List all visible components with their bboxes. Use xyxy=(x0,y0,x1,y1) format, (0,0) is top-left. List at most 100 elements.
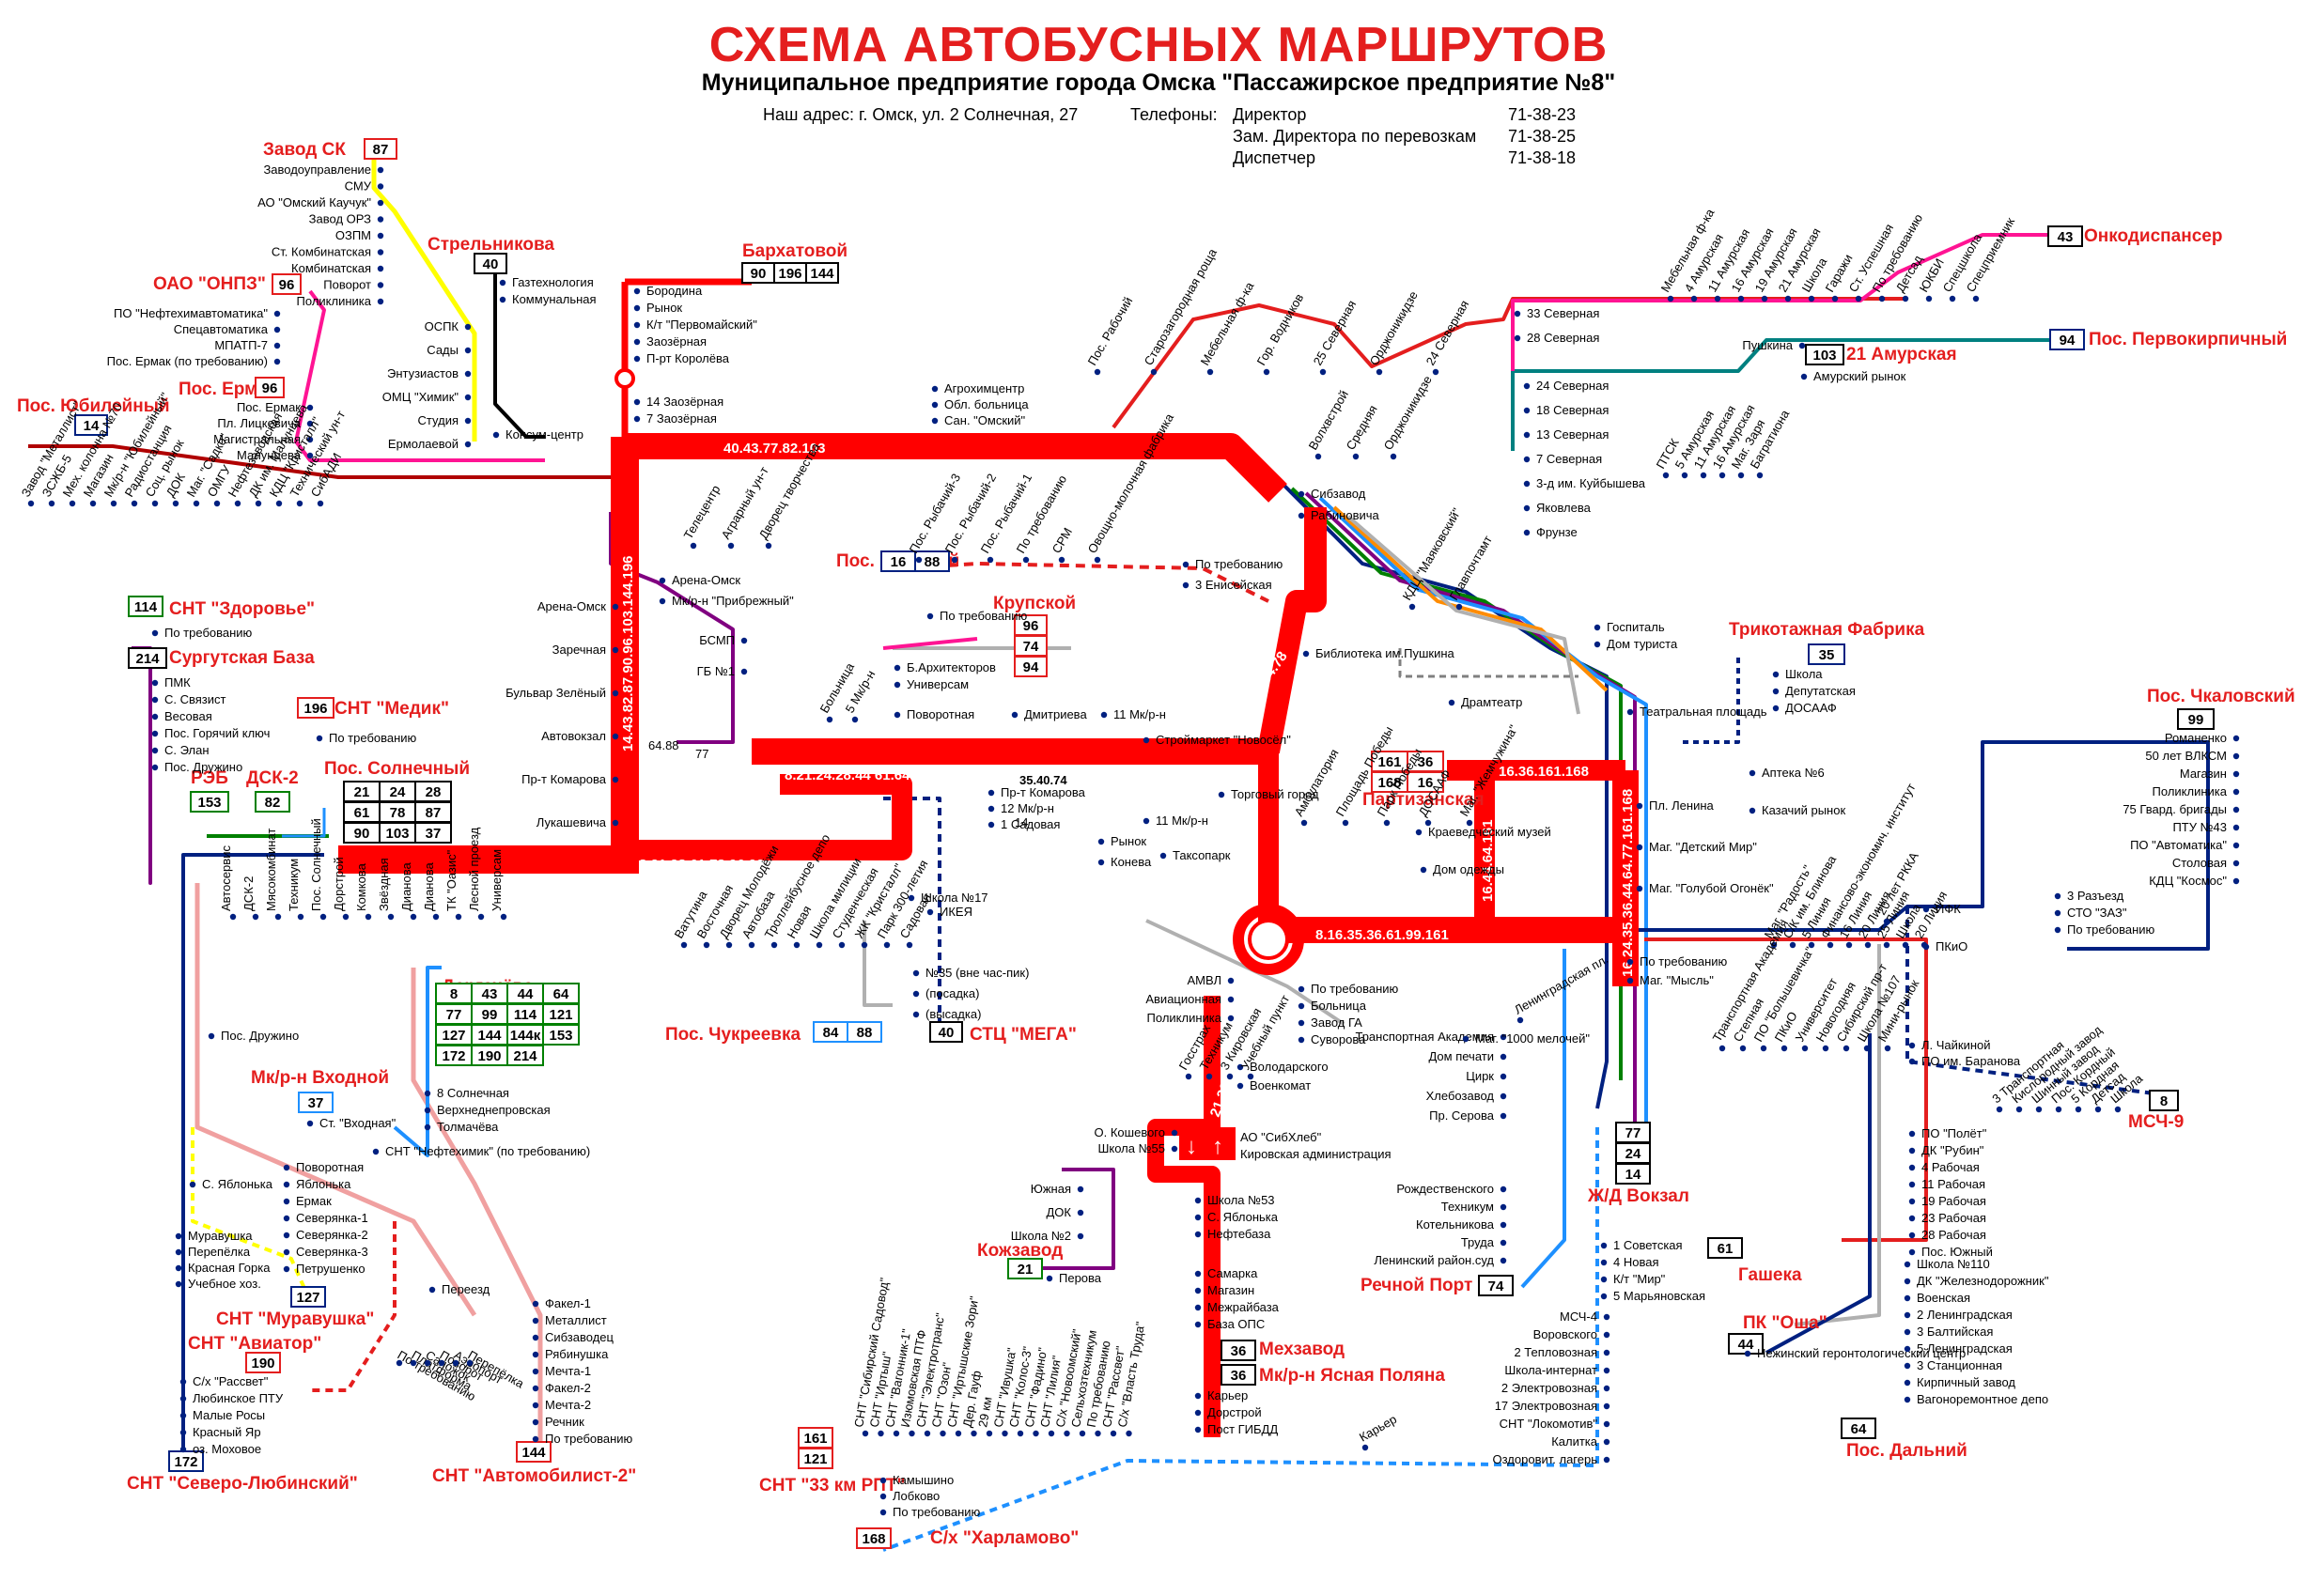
stop-severnaya_top[interactable]: 28 Северная xyxy=(1514,331,1600,345)
route-box-161[interactable]: 161 xyxy=(1371,751,1408,772)
stop-west_col[interactable]: ОМЦ "Химик" xyxy=(382,390,472,404)
stop-koshevogo[interactable]: О. Кошевого xyxy=(1095,1125,1178,1139)
stop-povorotnaya[interactable]: Поворотная xyxy=(894,707,974,721)
stop-mega_note[interactable]: (высадка) xyxy=(912,1007,982,1021)
terminal-medik[interactable]: СНТ "Медик" xyxy=(334,699,449,719)
stop-onpz[interactable]: ПО "Нефтехимавтоматика" xyxy=(114,306,281,320)
stop-avtomobilist[interactable]: Мечта-1 xyxy=(532,1364,591,1378)
stop-gospital[interactable]: Дом туриста xyxy=(1594,637,1678,651)
route-box-21[interactable]: 21 xyxy=(343,781,381,802)
stop-samarka[interactable]: База ОПС xyxy=(1194,1317,1265,1331)
stop-east_col[interactable]: Казачий рынок xyxy=(1749,803,1846,817)
stop-severnaya_col[interactable]: 13 Северная xyxy=(1523,427,1609,442)
stop-zavod_sk[interactable]: Заводоуправление xyxy=(263,163,384,177)
stop-west_col[interactable]: Студия xyxy=(418,413,472,427)
stop-msch4[interactable]: МСЧ-4 xyxy=(1560,1309,1610,1324)
stop-razezd[interactable]: 3 Разъезд xyxy=(2054,889,2124,903)
stop-s_yablonka[interactable]: С. Яблонька xyxy=(189,1177,273,1191)
terminal-krupskoy[interactable]: Крупской xyxy=(993,594,1076,613)
stop-onpz[interactable]: МПАТП-7 xyxy=(214,338,281,352)
stop-leningradskaya[interactable]: Ленинградская пл. xyxy=(1512,952,1610,1024)
terminal-mega[interactable]: СТЦ "МЕГА" xyxy=(970,1025,1077,1045)
route-box-87[interactable]: 87 xyxy=(414,801,452,823)
stop-msch4[interactable]: 2 Тепловозная xyxy=(1514,1345,1610,1359)
stop-avtomobilist[interactable]: Факел-1 xyxy=(532,1296,591,1310)
stop-pushkina[interactable]: Пушкина xyxy=(1742,338,1806,352)
terminal-vkhodnoy[interactable]: Мк/р-н Входной xyxy=(251,1068,389,1088)
stop-rynok[interactable]: Рынок xyxy=(1097,834,1147,848)
route-box-99[interactable]: 99 xyxy=(471,1003,508,1025)
stop-ambulance[interactable]: АМВЛ xyxy=(1187,973,1235,987)
route-box-172[interactable]: 172 xyxy=(168,1450,204,1472)
stop-dom_odezhdy[interactable]: Дом одежды xyxy=(1420,862,1504,876)
stop-dalniy[interactable]: ДК "Железнодорожник" xyxy=(1904,1274,2049,1288)
stop-zavod_sk[interactable]: Комбинатская xyxy=(291,261,384,275)
stop-komarova[interactable]: 1 Садовая xyxy=(987,817,1061,831)
stop-ikea[interactable]: ИКЕЯ xyxy=(926,905,972,919)
stop-shkola17[interactable]: Школа №17 xyxy=(908,891,988,905)
stop-samarka[interactable]: Самарка xyxy=(1194,1266,1258,1280)
stop-surgut[interactable]: Весовая xyxy=(151,709,212,723)
stop-rabochaya[interactable]: 4 Рабочая xyxy=(1908,1160,1980,1174)
terminal-trikotazh[interactable]: Трикотажная Фабрика xyxy=(1729,620,1925,640)
route-box-37[interactable]: 37 xyxy=(414,822,452,844)
stop-chkalovsky[interactable]: Поликлиника xyxy=(2153,784,2240,798)
stop-shkola53[interactable]: Нефтебаза xyxy=(1194,1227,1271,1241)
stop-avtomobilist[interactable]: По требованию xyxy=(532,1432,633,1446)
route-box-96[interactable]: 96 xyxy=(255,377,285,398)
terminal-onpz[interactable]: ОАО "ОНПЗ" xyxy=(153,274,266,294)
terminal-surgut[interactable]: Сургутская База xyxy=(169,648,315,668)
stop-rynok[interactable]: Конева xyxy=(1097,855,1152,869)
stop-karer[interactable]: Пост ГИБДД xyxy=(1194,1422,1279,1436)
stop-karer[interactable]: Дорстрой xyxy=(1194,1405,1262,1419)
stop-severnaya_col[interactable]: 18 Северная xyxy=(1523,403,1609,417)
stop-chkalovsky[interactable]: ПТУ №43 xyxy=(2172,820,2240,834)
stop-barkhatova[interactable]: П-рт Королёва xyxy=(633,351,730,365)
terminal-21-amurskaya[interactable]: 21 Амурская xyxy=(1846,345,1957,364)
stop-zavod_sk[interactable]: Ст. Комбинатская xyxy=(272,245,384,259)
stop-sovetskaya[interactable]: 4 Новая xyxy=(1600,1255,1659,1269)
stop-karer_rot[interactable]: Карьер xyxy=(1357,1412,1399,1451)
stop-shkola53[interactable]: С. Яблонька xyxy=(1194,1210,1279,1224)
stop-kharlamovo[interactable]: По требованию xyxy=(879,1505,981,1519)
stop-onpz[interactable]: Пос. Ермак (по требованию) xyxy=(107,354,281,368)
stop-zavod_sk[interactable]: Поликлиника xyxy=(297,294,384,308)
stop-rabochaya[interactable]: ДК "Рубин" xyxy=(1908,1143,1984,1157)
stop-bolnitsa[interactable]: Завод ГА xyxy=(1298,1015,1362,1030)
route-box-44[interactable]: 44 xyxy=(1728,1333,1764,1355)
stop-ermak[interactable]: Малунцева xyxy=(237,448,314,462)
route-box-43[interactable]: 43 xyxy=(2047,225,2083,247)
terminal-avtomobilist[interactable]: СНТ "Автомобилист-2" xyxy=(432,1466,636,1486)
stop-surgut[interactable]: ПМК xyxy=(151,675,191,690)
route-box-8[interactable]: 8 xyxy=(435,983,473,1004)
terminal-reb[interactable]: РЭБ xyxy=(191,768,228,788)
stop-solnechny_stops[interactable]: Техникум xyxy=(287,859,304,921)
stop-severnaya_col[interactable]: 7 Северная xyxy=(1523,452,1602,466)
stop-muravushka[interactable]: Муравушка xyxy=(175,1229,254,1243)
stop-sibkhleb[interactable]: АО "СибХлеб" xyxy=(1227,1130,1322,1144)
stop-dalniy[interactable]: Вагоноремонтное депо xyxy=(1904,1392,2048,1406)
stop-chkalovsky[interactable]: Столовая xyxy=(2172,856,2240,870)
stop-transport[interactable]: Пр. Серова xyxy=(1429,1108,1507,1123)
terminal-aviator[interactable]: СНТ "Авиатор" xyxy=(188,1334,321,1354)
stop-msch4[interactable]: Школа-интернат xyxy=(1504,1363,1610,1377)
stop-samarka[interactable]: Межрайбаза xyxy=(1194,1300,1280,1314)
stop-koshevogo[interactable]: Школа №55 xyxy=(1097,1141,1178,1155)
stop-solnechny_stops[interactable]: Звёздная xyxy=(377,858,395,921)
stop-yablonka[interactable]: Северянка-1 xyxy=(283,1211,368,1225)
stop-ifk[interactable]: ИФК xyxy=(1922,902,1961,916)
stop-solnechny_stops[interactable]: Лесной проезд xyxy=(467,827,485,921)
stop-transport[interactable]: Цирк xyxy=(1466,1069,1507,1083)
stop-mag1000[interactable]: Маг. "1000 мелочей" xyxy=(1462,1031,1591,1046)
stop-msch4[interactable]: Оздоровит. лагерь xyxy=(1493,1452,1610,1466)
stop-teatr[interactable]: Театральная площадь xyxy=(1626,705,1767,719)
stop-ifk[interactable]: ПКиО xyxy=(1922,939,1967,953)
stop-rechnoy[interactable]: Труда xyxy=(1461,1235,1507,1249)
route-box-87[interactable]: 87 xyxy=(364,138,397,160)
route-box-144[interactable]: 144 xyxy=(516,1441,552,1463)
stop-severo[interactable]: Красный Яр xyxy=(179,1425,261,1439)
stop-volodarskogo[interactable]: Военкомат xyxy=(1236,1078,1311,1092)
stop-strelnikova[interactable]: Газтехнология xyxy=(499,275,594,289)
stop-north_stops[interactable]: Мебельная ф-ка xyxy=(1198,279,1257,376)
stop-chkalovsky[interactable]: КДЦ "Космос" xyxy=(2149,874,2240,888)
